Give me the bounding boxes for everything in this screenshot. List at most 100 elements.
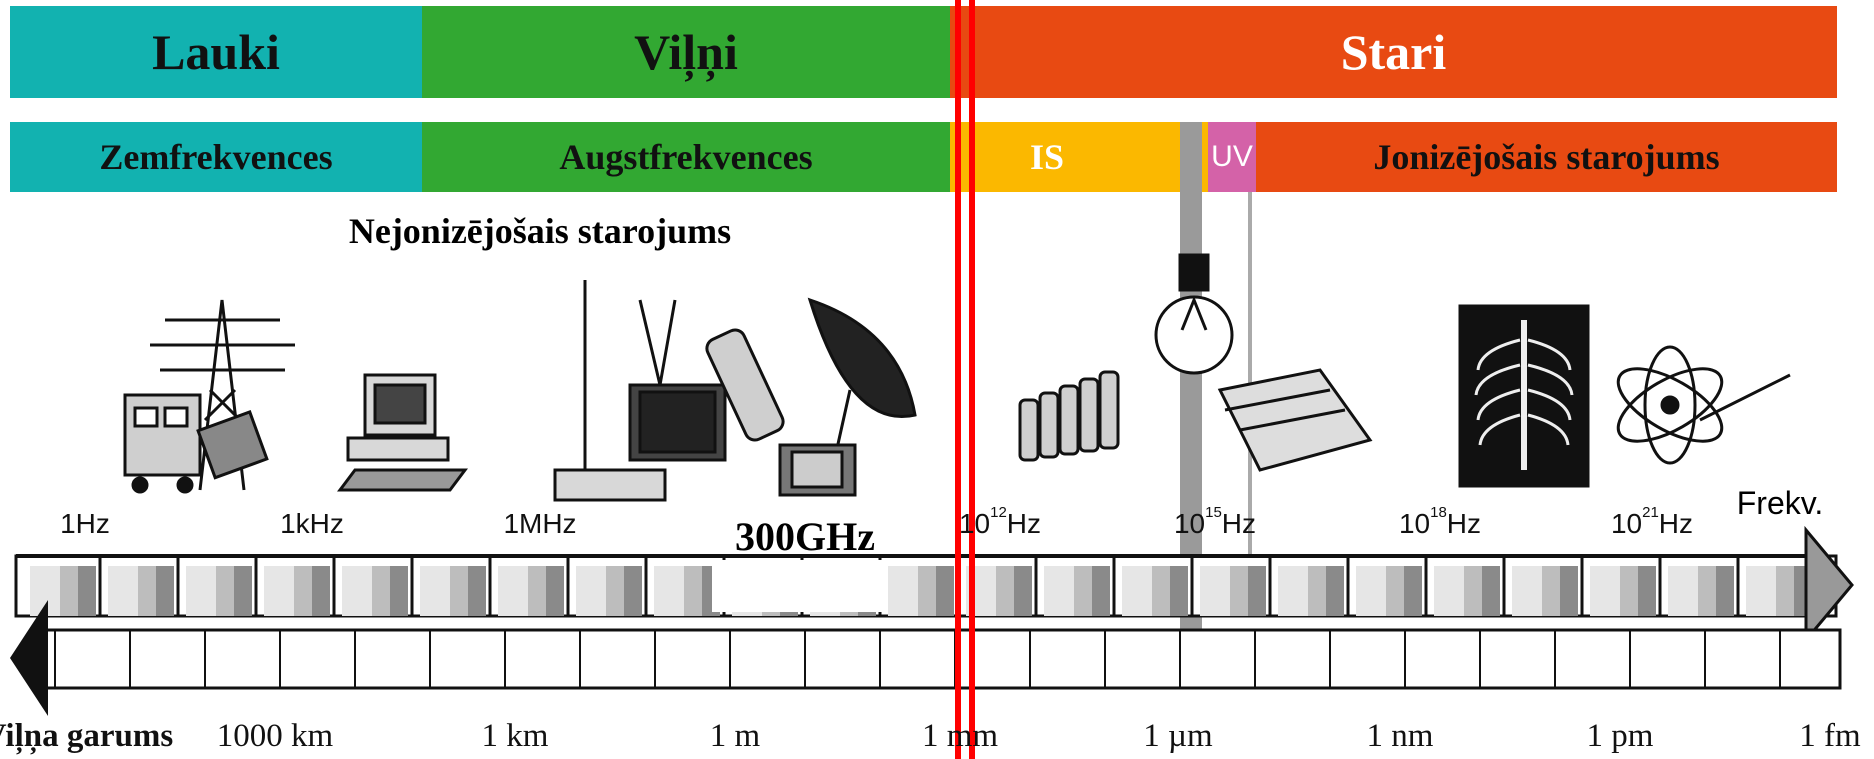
frequency-bar-segment [390,566,408,616]
frequency-bar-segment [1698,566,1716,616]
wave-label-1000km: 1000 km [216,718,334,754]
frequency-bar-segment [468,566,486,616]
non-ionizing-heading: Nejonizējošais starojums [348,211,732,251]
frequency-bar-segment [624,566,642,616]
frequency-bar-segment [918,566,936,616]
band-uv: UV [1208,122,1256,192]
wavelength-bar [38,628,1842,690]
computer-icon [337,373,468,492]
frequency-bar-segment [684,566,702,616]
heater-icon [1018,370,1120,462]
frequency-bar-segment [936,566,954,616]
frequency-bar-segment [1404,566,1422,616]
band-is: IS [950,122,1208,192]
band-vilni: Viļņi [422,6,950,98]
freq-label-1mhz: 1MHz [503,508,577,539]
frequency-bar-segment [546,566,564,616]
freq-label-10-18: 1018Hz [1398,504,1482,539]
wavelength-axis-name: Viļņa garums [0,718,174,754]
frequency-bar-segment [1122,566,1152,616]
freq-label-1khz: 1kHz [280,508,344,539]
frequency-bar-segment [888,566,918,616]
wave-label-1fm: 1 fm [1799,718,1861,754]
wave-label-1um: 1 µm [1143,718,1213,754]
frequency-bar-segment [1278,566,1308,616]
frequency-bar-segment [1620,566,1638,616]
frequency-bar-segment [1248,566,1266,616]
radio-tv-icon [553,280,727,502]
frequency-bar-segment [1590,566,1620,616]
xray-chest-icon [1458,304,1590,488]
frequency-bar-segment [264,566,294,616]
frequency-bar-segment [1638,566,1656,616]
band-stari-label: Stari [1340,24,1447,80]
frequency-bar-segment [216,566,234,616]
frequency-bar-segment [1434,566,1464,616]
band-augstfrekvences-label: Augstfrekvences [559,137,813,177]
frequency-bar-segment [78,566,96,616]
frequency-bar-segment [1482,566,1500,616]
band-is-label: IS [1030,137,1065,177]
ghz-label: 300GHz [735,514,875,559]
freq-label-1hz: 1Hz [60,508,110,539]
power-line-train-icon [123,299,295,494]
frequency-bar-segment [1200,566,1230,616]
frequency-bar-segment [1074,566,1092,616]
frequency-bar-segment [186,566,216,616]
band-lauki-label: Lauki [152,24,280,80]
frequency-bar-segment [1776,566,1794,616]
frequency-bar-segment [1512,566,1542,616]
frequency-bar-pattern [30,556,1818,616]
freq-label-10-21: 1021Hz [1610,504,1694,539]
frequency-bar-segment [1092,566,1110,616]
frequency-bar-segment [294,566,312,616]
frequency-bar-segment [234,566,252,616]
frequency-bar-segment [156,566,174,616]
wave-label-1mm: 1 mm [921,718,999,754]
frequency-bar-segment [1746,566,1776,616]
frequency-bar-segment [372,566,390,616]
frequency-bar-segment [1560,566,1578,616]
frequency-bar-segment [1326,566,1344,616]
visible-light-beam [1180,122,1202,632]
frequency-bar-segment [342,566,372,616]
frequency-bar-segment [528,566,546,616]
frequency-bar-segment [312,566,330,616]
frequency-arrow-head [1804,525,1854,645]
frequency-bar-segment [1308,566,1326,616]
frequency-bar-segment [1356,566,1386,616]
wavelength-arrow-head [10,600,48,716]
band-jonizejosais: Jonizējošais starojums [1256,122,1837,192]
wave-label-1km: 1 km [481,718,549,754]
frequency-bar-segment [576,566,606,616]
band-zemfrekvences: Zemfrekvences [10,122,422,192]
frequency-axis-name: Frekv. [1736,485,1824,521]
satellite-dish-icon [705,297,917,497]
band-uv-label: UV [1211,140,1253,173]
frequency-bar-segment [1014,566,1032,616]
frequency-bar-segment [498,566,528,616]
frequency-bar-segment [654,566,684,616]
frequency-bar-segment [138,566,156,616]
frequency-bar-segment [450,566,468,616]
frequency-bar-segment [420,566,450,616]
frequency-bar-segment [108,566,138,616]
band-lauki: Lauki [10,6,422,98]
wave-label-1nm: 1 nm [1366,718,1434,754]
wavelength-bar-ticks [54,630,1781,688]
frequency-bar-segment [1152,566,1170,616]
ghz-highlight-box [712,560,888,612]
freq-label-10-15: 1015Hz [1173,504,1257,539]
frequency-bar-segment [1542,566,1560,616]
frequency-bar-segment [60,566,78,616]
wave-label-1pm: 1 pm [1586,718,1654,754]
freq-label-10-12: 1012Hz [958,504,1042,539]
frequency-bar-segment [1386,566,1404,616]
band-zemfrekvences-label: Zemfrekvences [99,137,333,177]
frequency-bar-segment [606,566,624,616]
band-augstfrekvences: Augstfrekvences [422,122,950,192]
band-stari: Stari [950,6,1837,98]
frequency-bar-segment [1170,566,1188,616]
wave-label-1m: 1 m [709,718,761,754]
